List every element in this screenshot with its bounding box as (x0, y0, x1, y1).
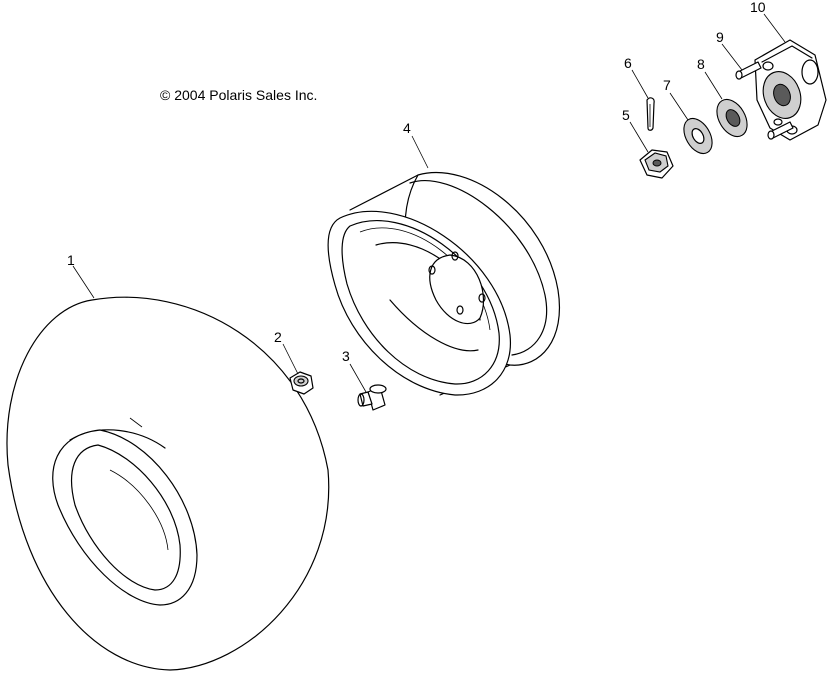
castle-nut-icon[interactable] (639, 149, 674, 179)
wheel-rim-icon[interactable] (327, 172, 560, 396)
wheel-hub-icon[interactable] (754, 39, 827, 141)
callout-label-10: 10 (750, 0, 766, 15)
callout-label-6: 6 (624, 55, 632, 71)
lug-nut-icon[interactable] (289, 371, 314, 395)
callout-9: 9 (716, 29, 743, 71)
copyright-notice: © 2004 Polaris Sales Inc. (160, 87, 317, 103)
callout-label-5: 5 (622, 107, 630, 123)
valve-stem-icon[interactable] (357, 384, 387, 411)
callout-label-1: 1 (67, 252, 75, 268)
callout-label-8: 8 (697, 56, 705, 72)
cone-washer-icon[interactable] (711, 94, 754, 142)
cotter-pin-icon[interactable] (646, 97, 655, 131)
callout-label-9: 9 (716, 29, 724, 45)
callout-4: 4 (403, 120, 429, 169)
callout-label-7: 7 (663, 77, 671, 93)
callout-6: 6 (624, 55, 649, 99)
tire-icon[interactable] (6, 296, 330, 671)
callout-8: 8 (697, 56, 723, 100)
callout-10: 10 (750, 0, 786, 43)
callout-label-2: 2 (274, 329, 282, 345)
callout-2: 2 (274, 329, 299, 375)
callout-label-4: 4 (403, 120, 411, 136)
callout-3: 3 (342, 348, 367, 393)
callout-label-3: 3 (342, 348, 350, 364)
callout-5: 5 (622, 107, 649, 153)
callout-7: 7 (663, 77, 689, 121)
copyright-text: © 2004 Polaris Sales Inc. (160, 87, 317, 103)
callout-1: 1 (67, 252, 95, 299)
wheel-stud-icon[interactable] (735, 61, 794, 140)
washer-icon[interactable] (678, 114, 718, 159)
